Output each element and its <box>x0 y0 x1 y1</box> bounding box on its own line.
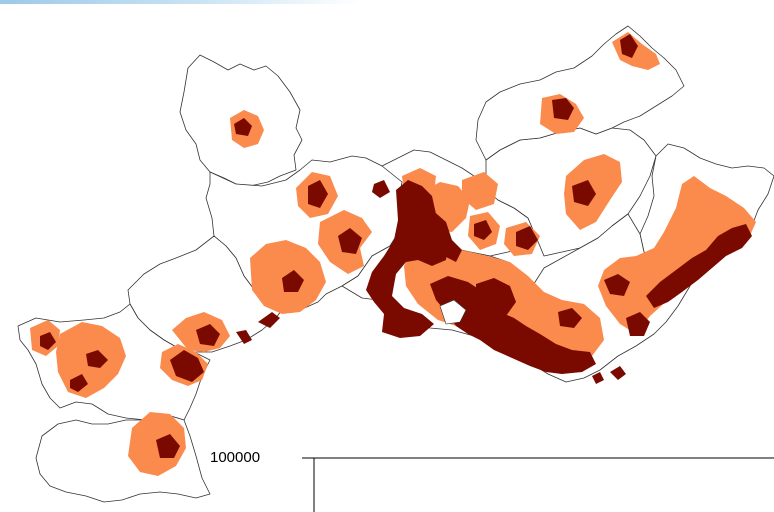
urban-area-high <box>604 274 630 296</box>
lake-shape <box>439 299 467 325</box>
urban-area-high <box>170 350 204 382</box>
urban-area-high <box>592 372 604 384</box>
urban-area-high <box>282 270 304 292</box>
urban-area-high <box>258 312 280 328</box>
department-outline-po <box>35 413 211 503</box>
urban-area-high <box>476 278 516 318</box>
urban-area-high <box>236 330 252 344</box>
urban-area-high <box>572 180 596 206</box>
urban-area-high <box>156 434 180 458</box>
urban-area-high <box>372 180 390 198</box>
urban-area-high <box>430 276 596 374</box>
inset-axis-tick-label: 100000 <box>210 449 261 466</box>
urban-area-mid <box>462 172 498 210</box>
urban-area-high <box>610 366 626 380</box>
urban-area-mid <box>598 176 756 334</box>
urban-area-high <box>308 180 328 208</box>
urban-area-high <box>196 324 220 346</box>
urban-area-high <box>552 98 574 120</box>
urban-area-high <box>516 226 538 250</box>
urban-area-high <box>234 118 252 136</box>
urban-area-high <box>412 208 462 262</box>
urban-area-high <box>474 220 492 240</box>
urban-area-high <box>86 350 108 368</box>
urban-area-high <box>626 312 650 336</box>
urban-area-high <box>40 332 56 350</box>
urban-area-high <box>558 308 582 328</box>
urban-area-high <box>70 374 88 392</box>
urban-area-high <box>338 228 362 254</box>
map-top-edge-strip <box>0 0 360 4</box>
urban-area-high <box>646 224 752 308</box>
urban-area-high <box>620 34 638 58</box>
inset-chart-frame <box>302 457 774 512</box>
